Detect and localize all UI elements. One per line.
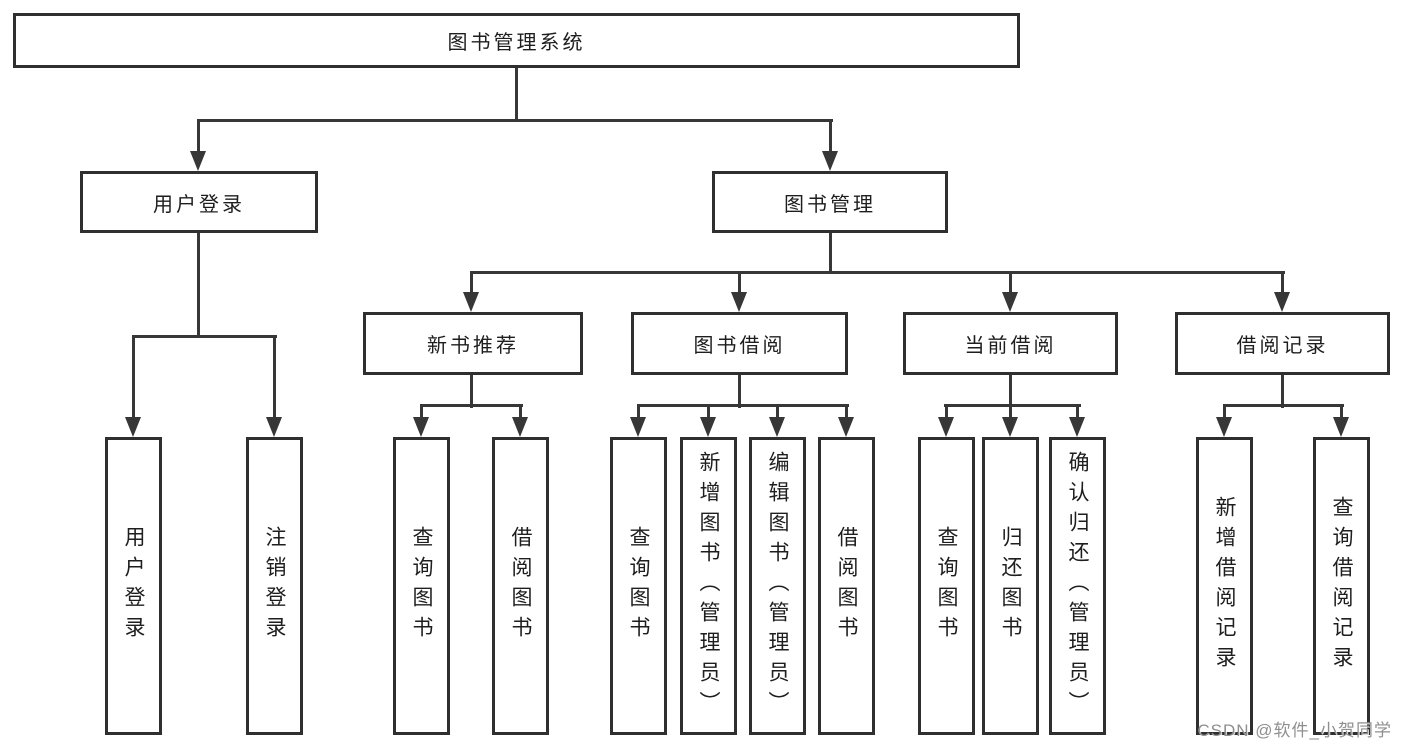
connector-leaf bbox=[1340, 404, 1343, 419]
leaf-label: 查询图书 bbox=[410, 526, 433, 646]
arrowhead-leaf bbox=[838, 417, 854, 437]
arrowhead-leaf bbox=[1069, 417, 1085, 437]
leaf-logout-login: 注销登录 bbox=[246, 437, 303, 735]
leaf-label: 新增图书（管理员） bbox=[697, 451, 720, 721]
leaf-query-books-recommend: 查询图书 bbox=[393, 437, 450, 735]
leaf-edit-books-admin: 编辑图书（管理员） bbox=[749, 437, 806, 735]
node-label: 当前借阅 bbox=[964, 335, 1057, 357]
node-current-borrowing: 当前借阅 bbox=[903, 312, 1118, 375]
leaf-label: 借阅图书 bbox=[509, 526, 532, 646]
arrowhead-to-book-management bbox=[822, 151, 838, 171]
connector-to-leaf-logout bbox=[273, 335, 276, 419]
connector-leaf bbox=[945, 404, 948, 419]
leaf-return-books: 归还图书 bbox=[982, 437, 1039, 735]
node-new-book-recommendation: 新书推荐 bbox=[363, 312, 583, 375]
connector-book-borrowing-stem bbox=[738, 375, 741, 408]
leaf-label: 归还图书 bbox=[999, 526, 1022, 646]
connector-book-borrowing-bar bbox=[637, 404, 849, 407]
arrowhead-leaf bbox=[512, 417, 528, 437]
connector-new-book-stem bbox=[470, 375, 473, 408]
connector-book-management-stem bbox=[829, 233, 832, 273]
arrowhead-to-leaf-user-login bbox=[125, 417, 141, 437]
leaf-query-books-borrowing: 查询图书 bbox=[610, 437, 667, 735]
leaf-query-borrow-record: 查询借阅记录 bbox=[1313, 437, 1370, 735]
leaf-label: 查询图书 bbox=[627, 526, 650, 646]
node-label: 用户登录 bbox=[153, 193, 245, 216]
node-label: 新书推荐 bbox=[427, 335, 519, 357]
connector-current-borrowing-stem bbox=[1009, 375, 1012, 408]
leaf-confirm-return-admin: 确认归还（管理员） bbox=[1049, 437, 1106, 735]
connector-to-new-book bbox=[470, 271, 473, 293]
leaf-label: 用户登录 bbox=[122, 526, 145, 646]
connector-leaf bbox=[519, 404, 522, 419]
leaf-label: 编辑图书（管理员） bbox=[766, 451, 789, 721]
connector-borrowing-records-stem bbox=[1281, 375, 1284, 408]
connector-leaf bbox=[420, 404, 423, 419]
leaf-label: 确认归还（管理员） bbox=[1066, 451, 1089, 721]
connector-to-borrowing-records bbox=[1281, 271, 1284, 293]
connector-to-leaf-user-login bbox=[132, 335, 135, 419]
arrowhead-leaf bbox=[413, 417, 429, 437]
node-label: 图书借阅 bbox=[693, 335, 786, 357]
arrowhead-leaf bbox=[1216, 417, 1232, 437]
csdn-watermark: CSDN @软件_小贺同学 bbox=[1197, 721, 1392, 740]
leaf-label: 新增借阅记录 bbox=[1213, 496, 1236, 676]
arrowhead-leaf bbox=[938, 417, 954, 437]
leaf-query-books-current: 查询图书 bbox=[918, 437, 975, 735]
node-book-management: 图书管理 bbox=[712, 171, 948, 233]
connector-leaf bbox=[637, 404, 640, 419]
node-borrowing-records: 借阅记录 bbox=[1175, 312, 1390, 375]
node-book-borrowing: 图书借阅 bbox=[631, 312, 848, 375]
connector-root-stem bbox=[515, 68, 518, 120]
connector-user-login-bar bbox=[132, 335, 277, 338]
connector-leaf bbox=[1076, 404, 1079, 419]
arrowhead-to-user-login bbox=[190, 151, 206, 171]
arrowhead-leaf bbox=[700, 417, 716, 437]
arrowhead-leaf bbox=[1002, 417, 1018, 437]
connector-to-book-management bbox=[829, 119, 832, 156]
leaf-label: 借阅图书 bbox=[835, 526, 858, 646]
connector-new-book-bar bbox=[420, 404, 523, 407]
connector-to-current-borrowing bbox=[1009, 271, 1012, 293]
leaf-label: 注销登录 bbox=[263, 526, 286, 646]
connector-borrowing-records-bar bbox=[1223, 404, 1344, 407]
connector-user-login-stem bbox=[197, 233, 200, 336]
arrowhead-to-leaf-logout bbox=[266, 417, 282, 437]
leaf-borrow-books-borrowing: 借阅图书 bbox=[818, 437, 875, 735]
connector-to-user-login bbox=[197, 119, 200, 156]
arrowhead-leaf bbox=[769, 417, 785, 437]
connector-current-borrowing-bar bbox=[944, 404, 1081, 407]
connector-leaf bbox=[1223, 404, 1226, 419]
connector-to-book-borrowing bbox=[738, 271, 741, 293]
leaf-label: 查询图书 bbox=[935, 526, 958, 646]
arrowhead-to-book-borrowing bbox=[731, 292, 747, 312]
leaf-borrow-books-recommend: 借阅图书 bbox=[492, 437, 549, 735]
arrowhead-to-new-book bbox=[463, 292, 479, 312]
connector-leaf bbox=[776, 404, 779, 419]
arrowhead-to-borrowing-records bbox=[1274, 292, 1290, 312]
connector-leaf bbox=[1009, 404, 1012, 419]
connector-leaf bbox=[707, 404, 710, 419]
node-label: 图书管理系统 bbox=[447, 32, 586, 54]
connector-level3-bar bbox=[470, 271, 1285, 274]
leaf-add-books-admin: 新增图书（管理员） bbox=[680, 437, 737, 735]
leaf-add-borrow-record: 新增借阅记录 bbox=[1196, 437, 1253, 735]
arrowhead-leaf bbox=[630, 417, 646, 437]
leaf-user-login: 用户登录 bbox=[105, 437, 162, 735]
node-user-login-group: 用户登录 bbox=[80, 171, 318, 233]
connector-leaf bbox=[845, 404, 848, 419]
node-library-management-system: 图书管理系统 bbox=[13, 13, 1020, 68]
node-label: 图书管理 bbox=[784, 193, 876, 216]
leaf-label: 查询借阅记录 bbox=[1330, 496, 1353, 676]
connector-root-bar bbox=[197, 119, 833, 122]
node-label: 借阅记录 bbox=[1236, 335, 1329, 357]
arrowhead-leaf bbox=[1333, 417, 1349, 437]
arrowhead-to-current-borrowing bbox=[1002, 292, 1018, 312]
